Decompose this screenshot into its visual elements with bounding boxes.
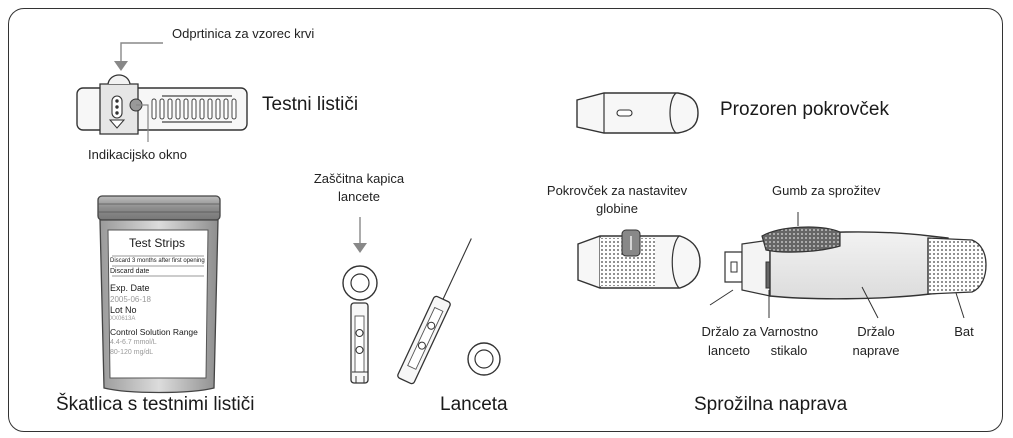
sample-opening-label: Odprtinica za vzorec krvi [172,26,315,41]
device-holder-label-line1: Držalo [857,324,895,339]
safety-switch-label-line1: Varnostno [759,324,819,339]
plunger-label: Bat [954,324,974,339]
jar-discard-months: Discard 3 months after first opening [110,258,205,264]
jar-exp-value: 2005-06-18 [110,295,151,304]
lancet-holder-label-line1: Držalo za [701,324,757,339]
lancet-illustration [342,217,501,385]
jar-lot-label: Lot No [110,305,137,315]
lancing-device-illustration [577,212,987,319]
lancing-device-title: Sprožilna naprava [694,394,848,415]
jar-range-label: Control Solution Range [110,327,198,337]
indicator-window-label: Indikacijsko okno [88,147,187,162]
depth-cap-label-line1: Pokrovček za nastavitev [546,183,688,198]
depth-cap-label-line2: globine [596,201,638,216]
diagram-frame [8,8,1003,432]
device-holder-label-line2: naprave [852,343,900,358]
clear-cap-title: Prozoren pokrovček [720,99,889,120]
strip-jar-illustration [97,195,221,394]
jar-exp-label: Exp. Date [110,283,150,293]
jar-discard-date: Discard date [110,268,150,275]
strip-box-title: Škatlica s testnimi lističi [56,394,255,415]
jar-lot-value: XX0613A [110,316,136,322]
jar-range-mgdl: 80-120 mg/dL [110,349,154,356]
lancet-holder-label-line2: lanceto [708,343,750,358]
jar-title: Test Strips [128,236,185,250]
clear-cap-illustration [576,92,699,134]
test-strips-title: Testni lističi [262,94,359,115]
trigger-button-label: Gumb za sprožitev [772,183,881,198]
jar-range-mmol: 4.4-6.7 mmol/L [110,339,157,346]
lancet-cap-label-line1: Zaščitna kapica [313,171,405,186]
lancet-title: Lanceta [440,394,508,415]
safety-switch-label-line2: stikalo [770,343,808,358]
lancet-cap-label-line2: lancete [338,189,380,204]
test-strip-illustration [76,42,248,142]
